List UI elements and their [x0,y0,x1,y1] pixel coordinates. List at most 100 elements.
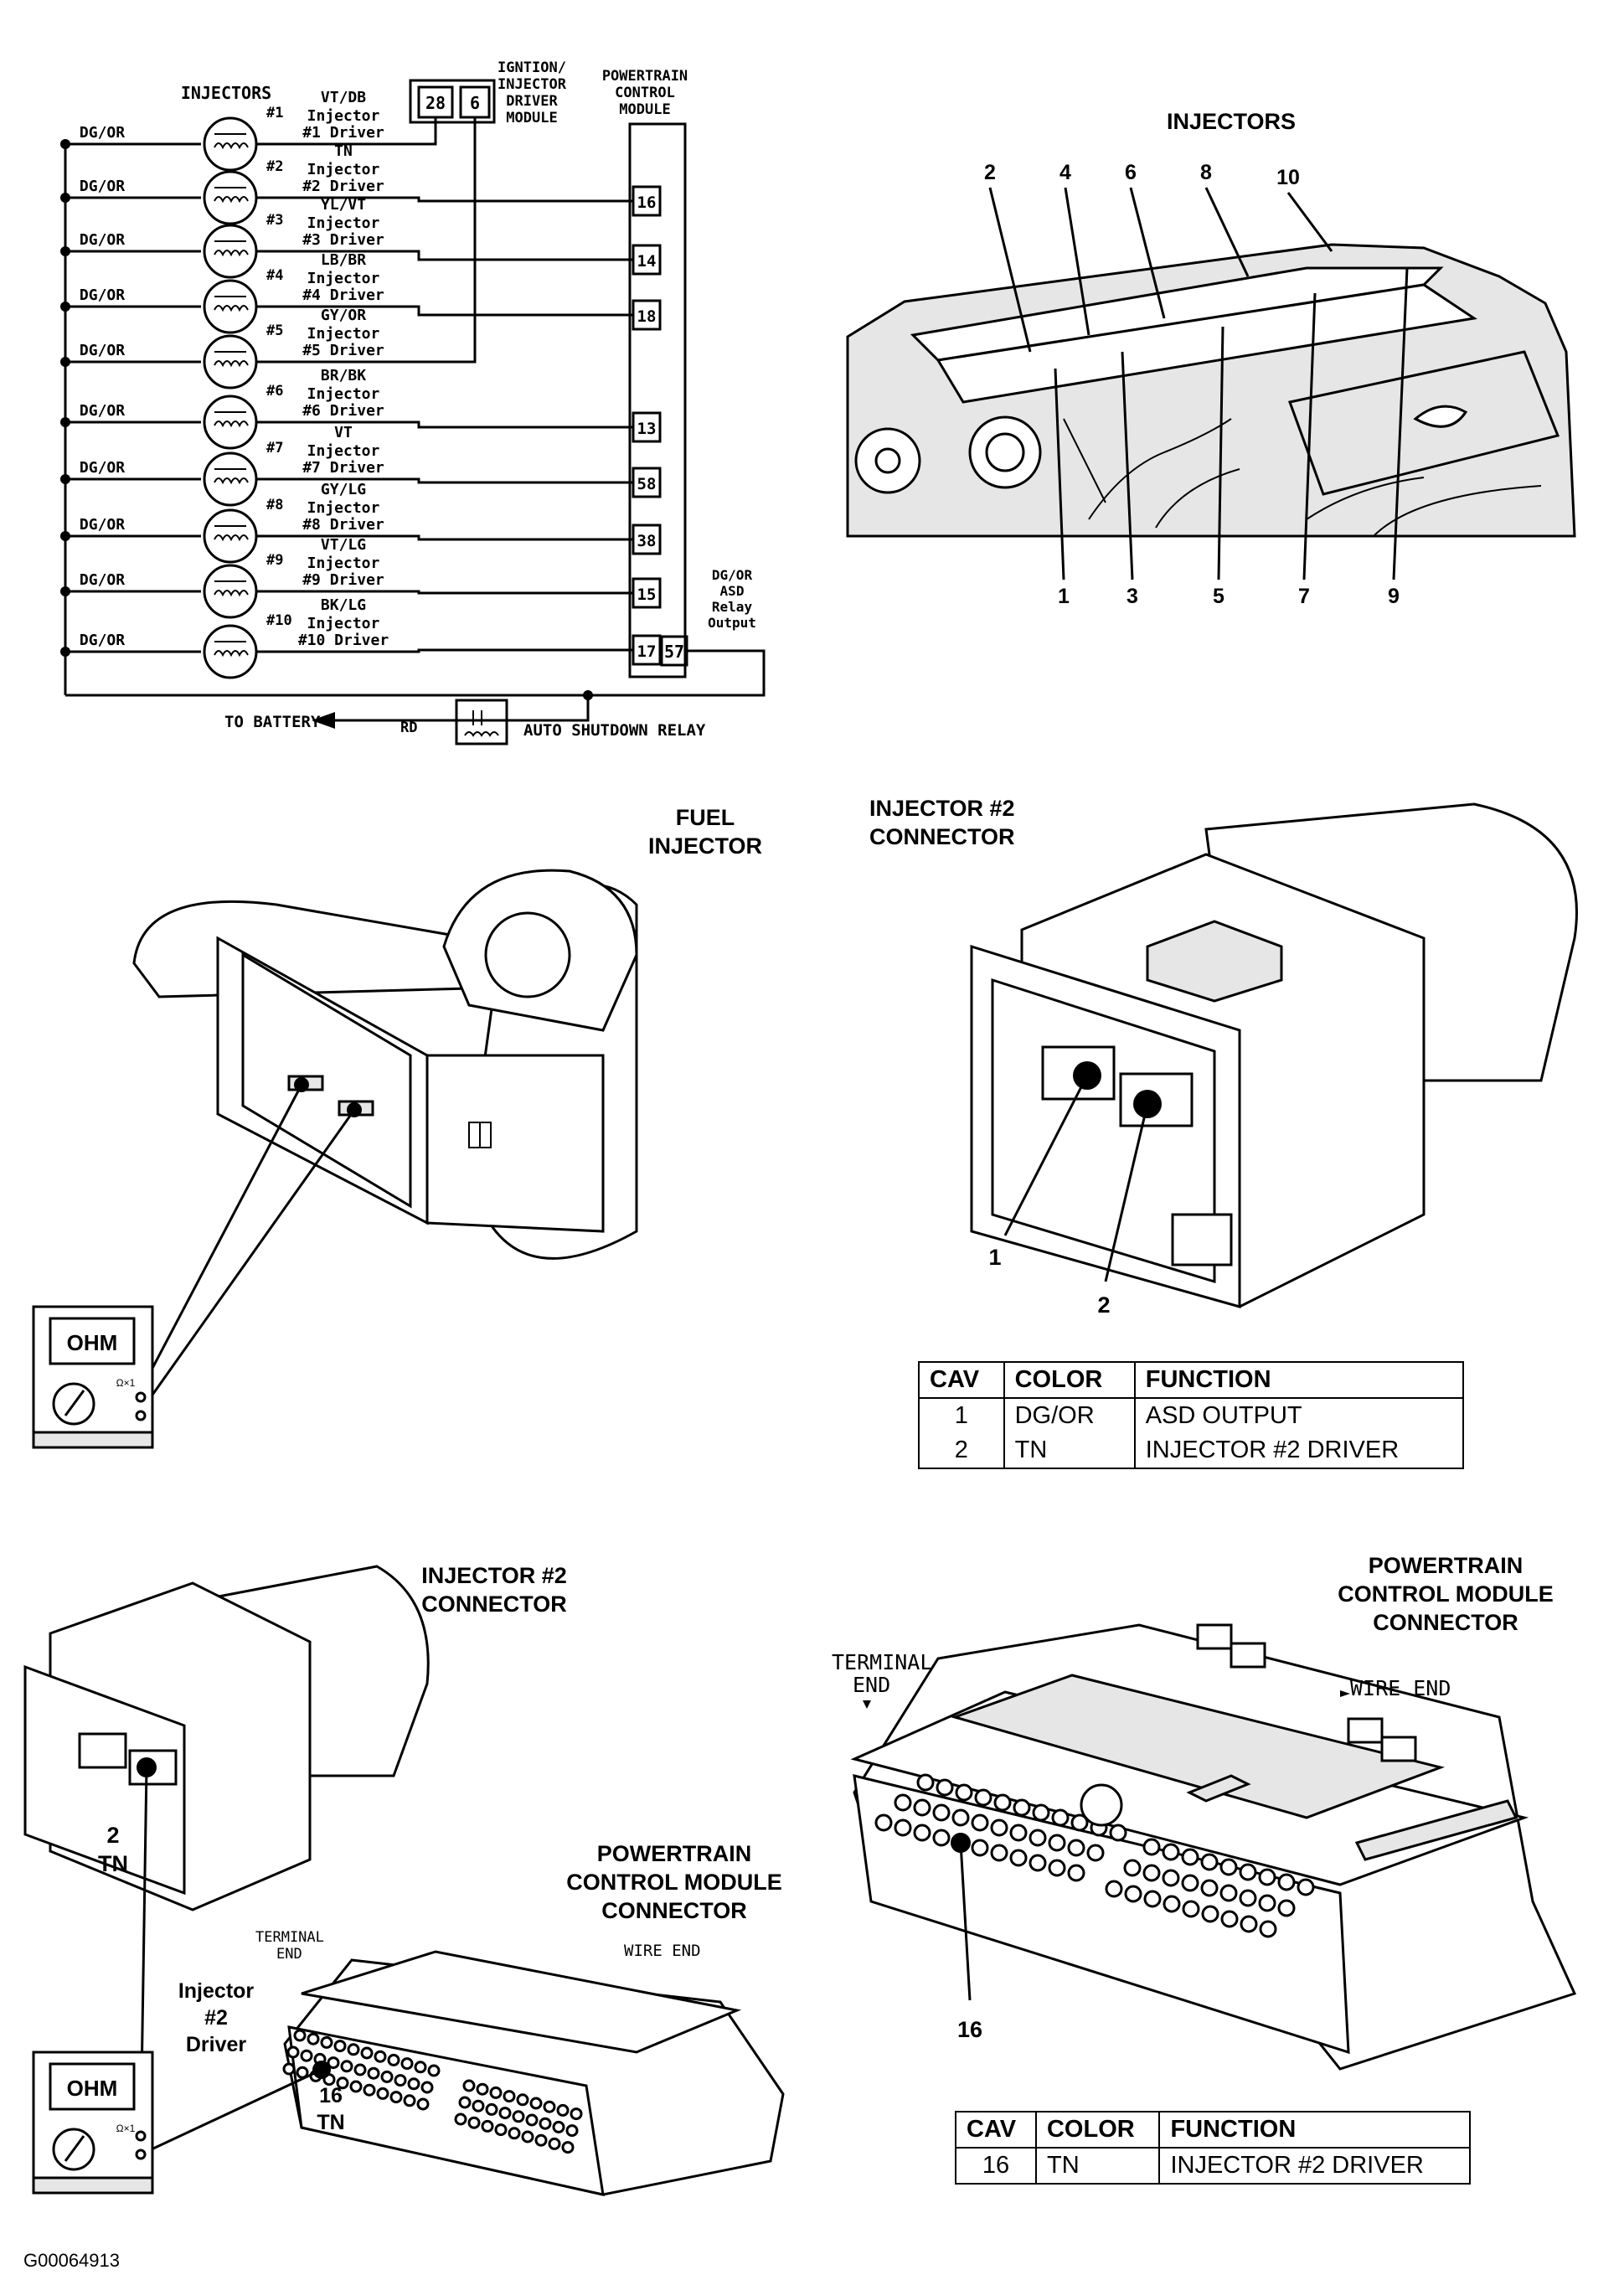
pcm-terminal [1240,1915,1258,1933]
table-row: 1 DG/OR ASD OUTPUT [918,1398,1465,1433]
injector-port [484,911,571,998]
pcm-terminal [1258,1868,1276,1886]
pcm-terminal [458,2096,472,2109]
pcm-terminal [414,2061,427,2074]
pcm-pinout-table: CAV COLOR FUNCTION 16 TN INJECTOR #2 DRI… [955,2111,1471,2185]
pcm-terminal [1277,1899,1296,1917]
driver-label-2: #2 [204,2006,228,2030]
injector-label: Injector [307,270,380,287]
fuel-injector-resistance-test: FUEL INJECTOR OHM Ω×1 [32,805,762,1449]
driver-wire-color: VT/LG [321,536,366,554]
driver-wire [256,648,633,653]
pcm-terminal-end-2: END [853,1673,890,1697]
pcm-terminal [1201,1905,1219,1923]
table-row: 16 TN INJECTOR #2 DRIVER [955,2148,1471,2185]
pcm-terminal [293,2029,307,2042]
feed-wire-color: DG/OR [80,124,125,142]
ohmmeter-2-range: Ω×1 [116,2123,136,2134]
engine-callout-line [1121,351,1134,580]
ignition-module-label-2: INJECTOR [498,76,567,93]
pcm-terminal [347,2043,360,2056]
table-cell: INJECTOR #2 DRIVER [1133,1433,1465,1469]
feed-wire-color: DG/OR [80,402,125,420]
pcm-terminal [387,2053,400,2066]
table-row: 2 TN INJECTOR #2 DRIVER [918,1433,1465,1469]
intake-manifold [936,283,1478,404]
feed-wire-color: DG/OR [80,342,125,359]
pcm-terminal [1219,1884,1238,1902]
pcm-terminal [363,2083,376,2097]
pcm-pin-number: 18 [637,307,657,326]
injector-number: #2 [266,158,283,175]
pcm-recess [951,1674,1446,1819]
engine-callout-line [1129,187,1166,319]
test-pcm-title-1: POWERTRAIN [597,1841,752,1866]
pcm-terminal [543,2100,556,2113]
pcm-terminal [407,2077,420,2091]
feed-wire-color: DG/OR [80,571,125,589]
injector-number: #5 [266,322,283,339]
injector-label: Injector [307,442,380,460]
pcm-terminal [1048,1859,1066,1877]
pcm-terminal [1067,1839,1085,1857]
injector-driver-label: #8 Driver [302,516,384,534]
test-terminal-end-1: TERMINAL [255,1929,324,1946]
pcm-terminal [336,2076,349,2090]
pcm-terminal [974,1788,992,1807]
pcm-terminal [1220,1910,1239,1928]
asd-label-1: DG/OR [712,567,753,583]
pcm-terminal [1297,1878,1315,1896]
pcm-title-2: CONTROL MODULE [1338,1581,1554,1607]
driver-wire-color: YL/VT [321,196,366,214]
auto-shutdown-relay-box [455,699,508,745]
pcm-terminal [1142,1838,1161,1856]
test-pcm-pin-label-1: 16 [319,2084,343,2107]
pcm-terminal [932,1829,951,1847]
pcm-terminal [327,2056,340,2070]
injector-wiring-schematic: INJECTORS 28 6 IGNTION/ INJECTOR DRIVER … [60,59,766,745]
injector2-pinout-table: CAV COLOR FUNCTION 1 DG/OR ASD OUTPUT 2 … [918,1361,1465,1469]
test-pcm-face [287,2025,605,2196]
injector-driver-label: #7 Driver [302,459,384,477]
battery-wire [335,695,590,722]
pcm-terminal [1109,1824,1127,1842]
pcm-title-1: POWERTRAIN [1369,1553,1523,1578]
pcm-terminal [286,2045,300,2059]
ohmmeter-range: Ω×1 [116,1377,136,1389]
engine-callout-line [1054,368,1065,580]
table-cell: TN [1034,2148,1161,2185]
injector-label: Injector [307,555,380,572]
ignition-pin-6: 6 [470,93,480,113]
logo-badge [1413,405,1468,428]
pcm-terminal [1124,1885,1142,1903]
engine-callout-label: 2 [984,161,996,184]
injector-coil-icon [203,508,258,564]
wire-end-arrow-icon [1340,1690,1350,1697]
connector-callout-2: 2 [1097,1292,1110,1318]
injector-2-connector-view: INJECTOR #2 CONNECTOR 1 2 [869,796,1578,1318]
driver-wire [256,250,633,261]
battery-arrow-icon [312,712,335,729]
driver-wire [256,196,633,203]
pcm-terminal [394,2074,407,2087]
pcm-pin-box [632,299,662,331]
feed-wire-color: DG/OR [80,632,125,649]
pcm-terminal [349,2080,363,2093]
pcm-terminal [565,2124,579,2138]
driver-wire [256,305,633,317]
pcm-terminal [993,1793,1012,1812]
pcm-pin-number: 17 [637,642,657,661]
pcm-terminal [955,1783,973,1802]
connector-callout-1: 1 [988,1245,1001,1270]
pcm-terminal [1239,1863,1257,1881]
injector-number: #7 [266,440,283,457]
engine-hoses [1063,418,1542,537]
injector-coil-icon [203,224,258,279]
injector-label: Injector [307,385,380,403]
table-header-cav: CAV [955,2111,1037,2149]
